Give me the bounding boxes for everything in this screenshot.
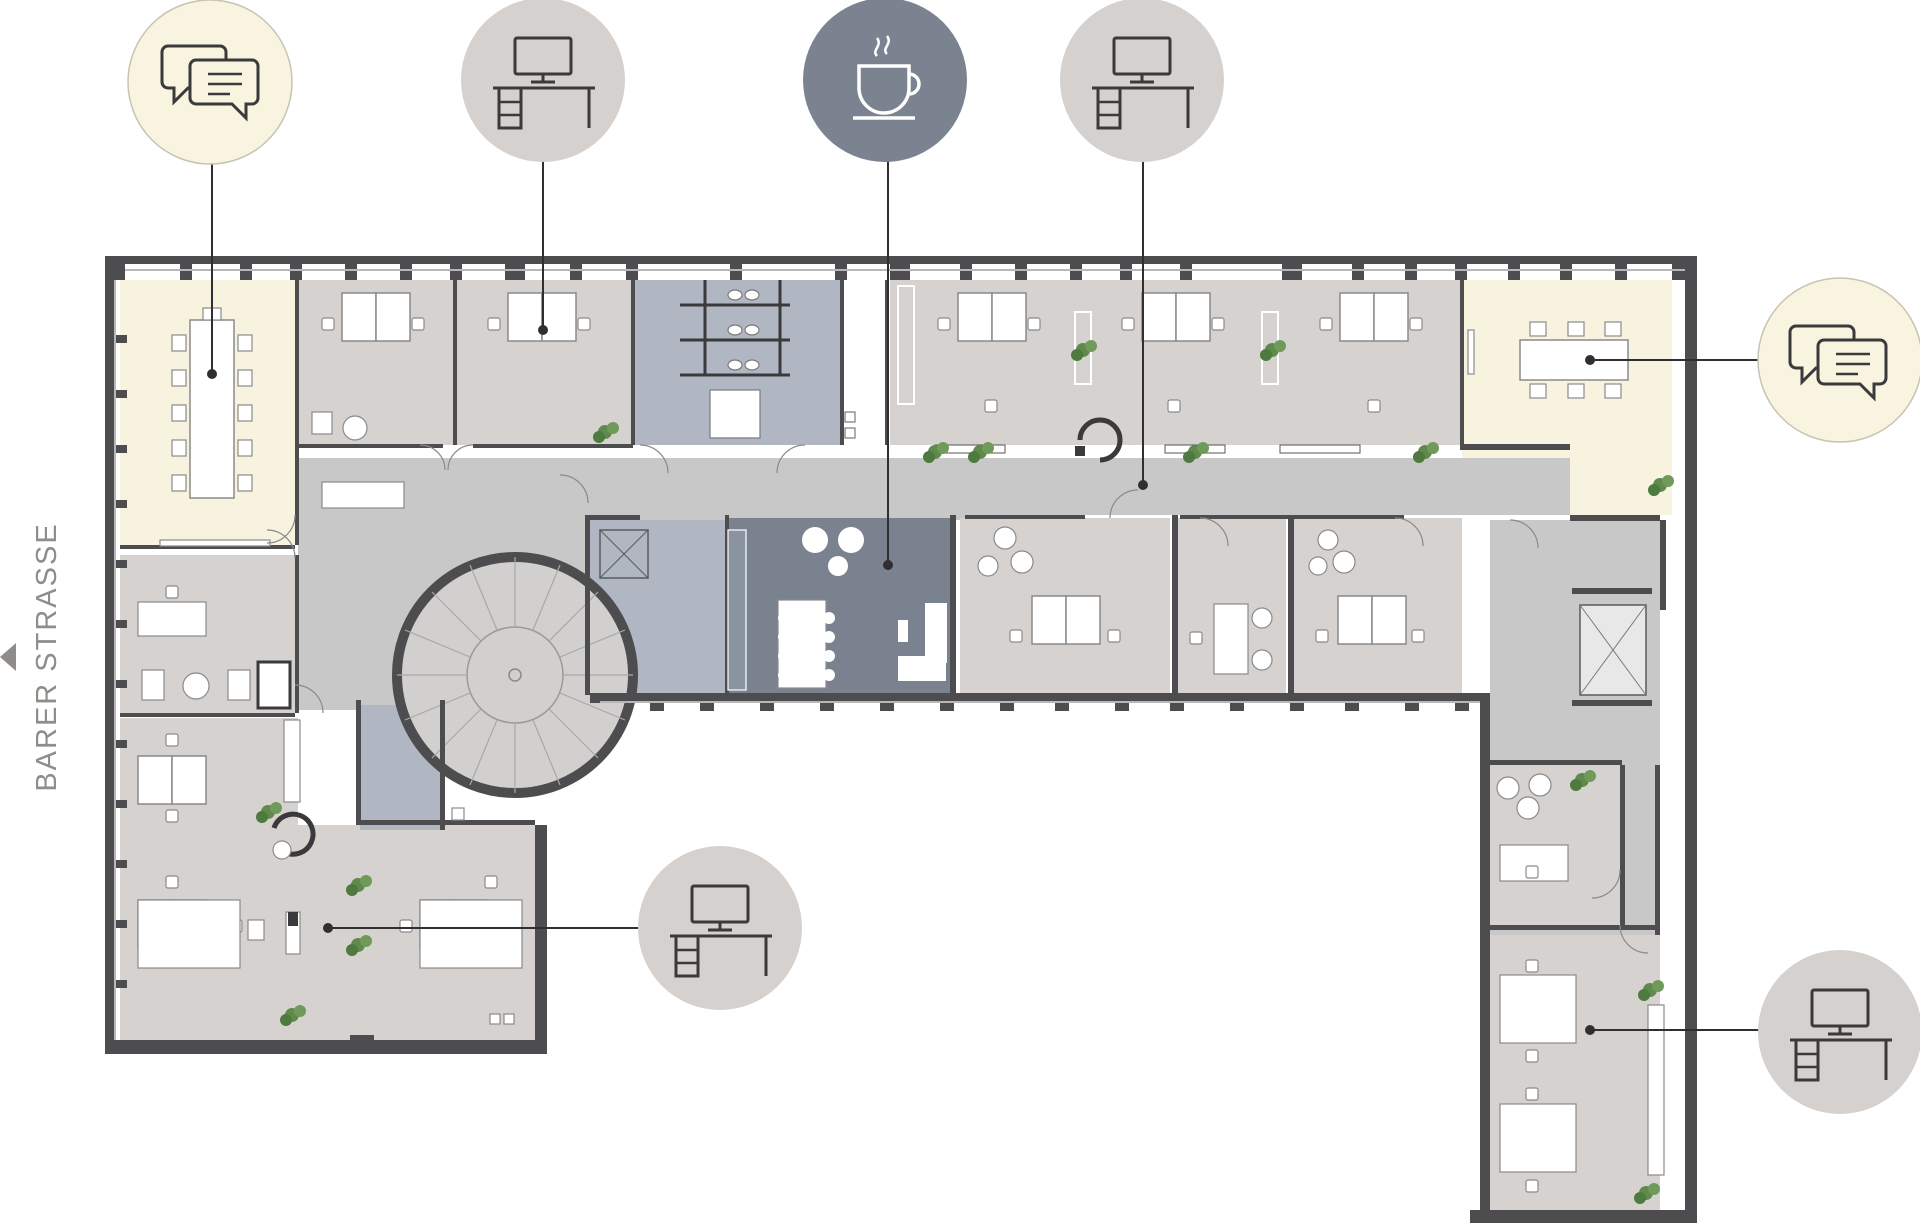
callout-leaders <box>211 160 1760 1031</box>
callout-workspace-top-right <box>1060 0 1224 162</box>
street-indicator: BARER STRASSE <box>0 522 63 792</box>
furniture <box>114 269 1685 1193</box>
callout-kitchen <box>803 0 967 162</box>
callout-anchor-dots <box>207 325 1595 1035</box>
spiral-staircase <box>392 552 638 798</box>
street-label: BARER STRASSE <box>31 522 63 791</box>
callout-workspace-bottom-right <box>1758 950 1920 1114</box>
walls <box>105 256 1697 1223</box>
callout-meeting-right <box>1757 277 1920 443</box>
callout-workspace-top-left <box>461 0 625 162</box>
direction-arrow-icon <box>0 643 16 671</box>
callout-workspace-bottom-left <box>638 846 802 1010</box>
callout-meeting-top-left <box>127 0 293 165</box>
